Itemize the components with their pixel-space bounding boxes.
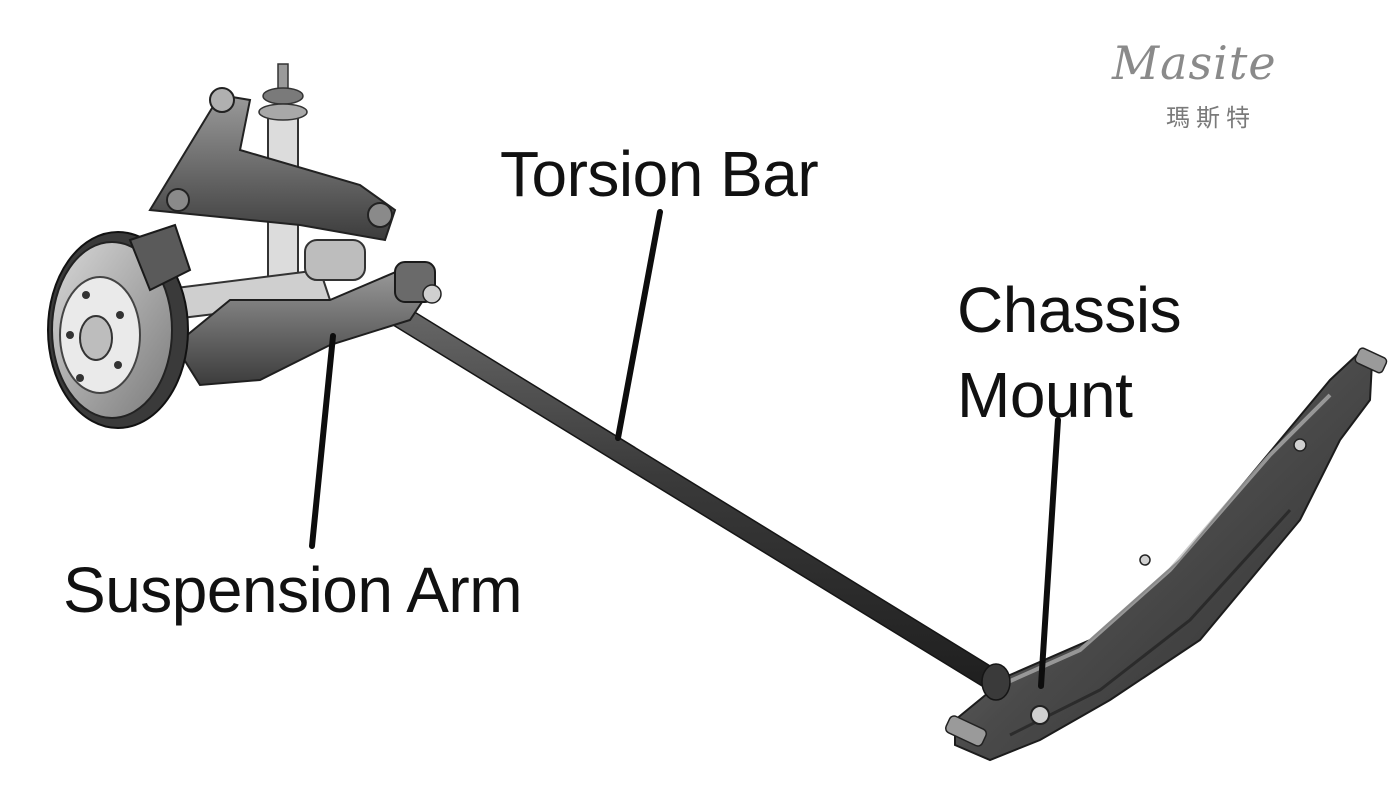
chassis-crossmember [944, 347, 1388, 762]
chassis-mount-label: Chassis Mount [957, 268, 1182, 438]
watermark-cjk-text: 瑪斯特 [1166, 104, 1256, 132]
chassis-mount-leader [1038, 417, 1061, 689]
chassis-mount-label-line2: Mount [957, 359, 1133, 432]
wheel-hub-assembly [47, 63, 442, 429]
suspension-arm-leader [309, 333, 336, 549]
torsion-bar-label: Torsion Bar [500, 138, 819, 210]
leader-lines [309, 209, 1061, 689]
watermark-latin-text: Masite [1112, 36, 1277, 90]
masite-watermark-logo: Masite 瑪斯特 [1112, 36, 1322, 136]
chassis-mount-label-line1: Chassis [957, 274, 1182, 346]
torsion-bar [384, 298, 1011, 701]
suspension-arm-label: Suspension Arm [63, 554, 523, 626]
torsion-bar-leader [615, 209, 663, 441]
